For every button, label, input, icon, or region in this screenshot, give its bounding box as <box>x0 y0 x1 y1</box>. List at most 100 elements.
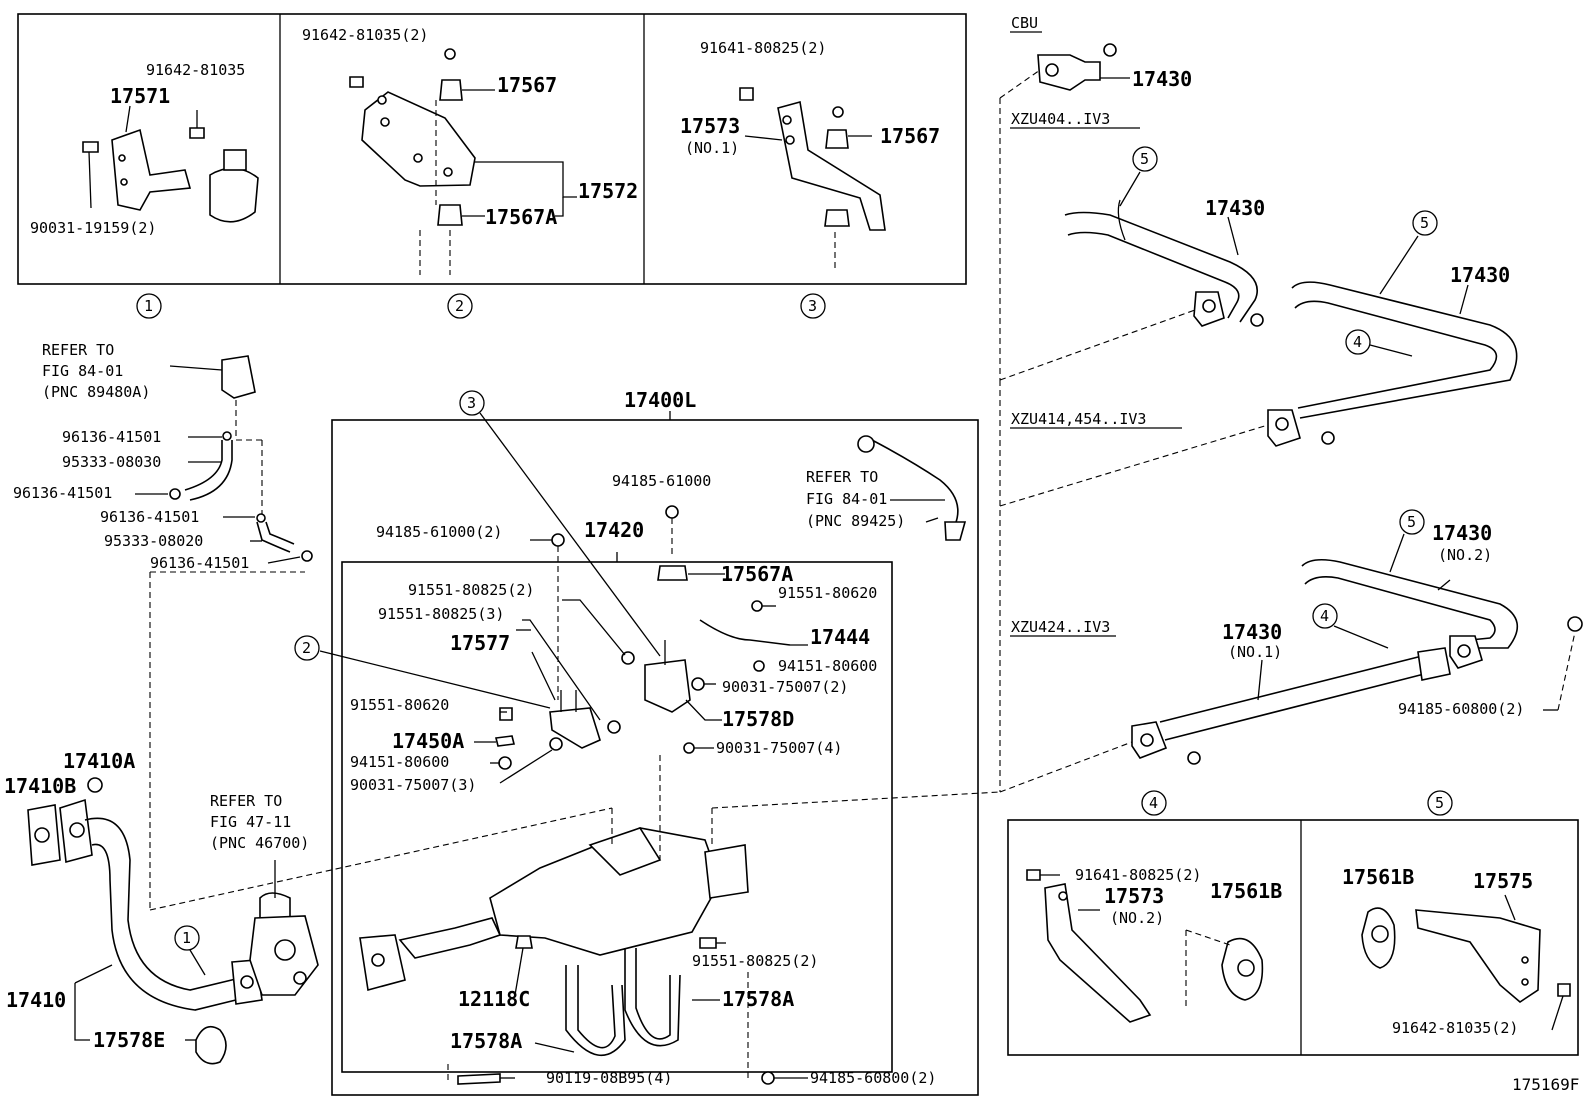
label-91551-80825-2-b: 91551-80825(2) <box>692 952 818 970</box>
refer3-line2: FIG 47-11 <box>210 813 291 831</box>
label-91551-80620-a: 91551-80620 <box>778 584 877 602</box>
label-17567-b2: 17567 <box>497 73 557 97</box>
callout-2-main: 2 <box>302 639 311 657</box>
label-17400L: 17400L <box>624 388 696 412</box>
inset-frame <box>17 13 967 285</box>
refer1-line3: (PNC 89480A) <box>42 383 150 401</box>
label-17450A: 17450A <box>392 729 464 753</box>
main-assembly <box>149 390 1001 1096</box>
callout-4-box: 4 <box>1149 794 1158 812</box>
label-17430-c: 17430 <box>1432 521 1492 545</box>
callout-3-main: 3 <box>467 394 476 412</box>
label-17571: 17571 <box>110 84 170 108</box>
label-17410: 17410 <box>6 988 66 1012</box>
refer3-line1: REFER TO <box>210 792 282 810</box>
label-17430-b: 17430 <box>1450 263 1510 287</box>
label-17567A-b2: 17567A <box>485 205 557 229</box>
label-17578A-b: 17578A <box>450 1029 522 1053</box>
callout-4-r1: 4 <box>1353 333 1362 351</box>
refer2-line1: REFER TO <box>806 468 878 486</box>
label-90031-75007-4: 90031-75007(4) <box>716 739 842 757</box>
label-90031-75007-3: 90031-75007(3) <box>350 776 476 794</box>
label-17573-b4: 17573 <box>1104 884 1164 908</box>
label-17578E: 17578E <box>93 1028 165 1052</box>
label-17420: 17420 <box>584 518 644 542</box>
label-94185-60800-2-r: 94185-60800(2) <box>1398 700 1524 718</box>
label-96136-41501-a: 96136-41501 <box>62 428 161 446</box>
label-17567A-main: 17567A <box>721 562 793 586</box>
callout-1: 1 <box>144 297 153 315</box>
label-17577: 17577 <box>450 631 510 655</box>
callout-3: 3 <box>808 297 817 315</box>
label-91551-80620-b: 91551-80620 <box>350 696 449 714</box>
label-91642-81035-2-b5: 91642-81035(2) <box>1392 1019 1518 1037</box>
label-17572: 17572 <box>578 179 638 203</box>
label-xzu424: XZU424..IV3 <box>1011 618 1110 636</box>
label-96136-41501-d: 96136-41501 <box>150 554 249 572</box>
label-cbu: CBU <box>1011 14 1038 32</box>
label-94185-61000: 94185-61000 <box>612 472 711 490</box>
label-94185-61000-2: 94185-61000(2) <box>376 523 502 541</box>
label-17573-b3: 17573 <box>680 114 740 138</box>
label-94151-80600-b: 94151-80600 <box>350 753 449 771</box>
label-17575: 17575 <box>1473 869 1533 893</box>
label-96136-41501-b: 96136-41501 <box>13 484 112 502</box>
label-17410A: 17410A <box>63 749 135 773</box>
label-95333-08030: 95333-08030 <box>62 453 161 471</box>
label-17430-d: 17430 <box>1222 620 1282 644</box>
label-96136-41501-c: 96136-41501 <box>100 508 199 526</box>
callout-5-box: 5 <box>1435 794 1444 812</box>
label-90031-19159-2: 90031-19159(2) <box>30 219 156 237</box>
label-17578A-a: 17578A <box>722 987 794 1011</box>
refer1-line2: FIG 84-01 <box>42 362 123 380</box>
label-94185-60800-2-b: 94185-60800(2) <box>810 1069 936 1087</box>
inset-1-bracket <box>82 105 259 223</box>
label-91551-80825-3: 91551-80825(3) <box>378 605 504 623</box>
callout-2: 2 <box>455 297 464 315</box>
figure-id: 175169F <box>1512 1075 1579 1094</box>
inset-boxes <box>17 13 967 285</box>
label-no1-d: (NO.1) <box>1228 643 1282 661</box>
callout-5-r1: 5 <box>1140 150 1149 168</box>
label-17561B-b5: 17561B <box>1342 865 1414 889</box>
label-no1-b3: (NO.1) <box>685 139 739 157</box>
label-17410B: 17410B <box>4 774 76 798</box>
label-17430-a: 17430 <box>1205 196 1265 220</box>
inset-boxes-bottom <box>1007 790 1579 1056</box>
label-xzu404: XZU404..IV3 <box>1011 110 1110 128</box>
label-91641-80825-2-b4: 91641-80825(2) <box>1075 866 1201 884</box>
label-90031-75007-2: 90031-75007(2) <box>722 678 848 696</box>
label-17444: 17444 <box>810 625 870 649</box>
label-90119-08B95-4: 90119-08B95(4) <box>546 1069 672 1087</box>
refer1-line1: REFER TO <box>42 341 114 359</box>
label-95333-08020: 95333-08020 <box>104 532 203 550</box>
refer2-line2: FIG 84-01 <box>806 490 887 508</box>
label-91641-80825-2-b3: 91641-80825(2) <box>700 39 826 57</box>
callout-1-main: 1 <box>182 929 191 947</box>
label-xzu414: XZU414,454..IV3 <box>1011 410 1146 428</box>
callout-5-r2: 5 <box>1420 214 1429 232</box>
label-17567-b3: 17567 <box>880 124 940 148</box>
label-no2-c: (NO.2) <box>1438 546 1492 564</box>
inset-callouts <box>136 293 826 319</box>
hose-assembly <box>135 355 313 910</box>
label-91642-81035-2-top: 91642-81035(2) <box>302 26 428 44</box>
label-12118C: 12118C <box>458 987 530 1011</box>
front-pipe <box>27 777 319 1065</box>
right-pipes <box>999 31 1583 793</box>
inset-3-bracket <box>739 87 886 272</box>
label-91642-81035: 91642-81035 <box>146 61 245 79</box>
label-91551-80825-2: 91551-80825(2) <box>408 581 534 599</box>
refer2-line3: (PNC 89425) <box>806 512 905 530</box>
callout-5-r3: 5 <box>1407 513 1416 531</box>
label-17578D: 17578D <box>722 707 794 731</box>
label-94151-80600-a: 94151-80600 <box>778 657 877 675</box>
callout-4-r2: 4 <box>1320 607 1329 625</box>
label-17430-cbu: 17430 <box>1132 67 1192 91</box>
label-17561B-b4: 17561B <box>1210 879 1282 903</box>
refer3-line3: (PNC 46700) <box>210 834 309 852</box>
label-no2-b4: (NO.2) <box>1110 909 1164 927</box>
labels: 91642-81035(2) 91642-81035 17571 90031-1… <box>4 14 1579 1094</box>
